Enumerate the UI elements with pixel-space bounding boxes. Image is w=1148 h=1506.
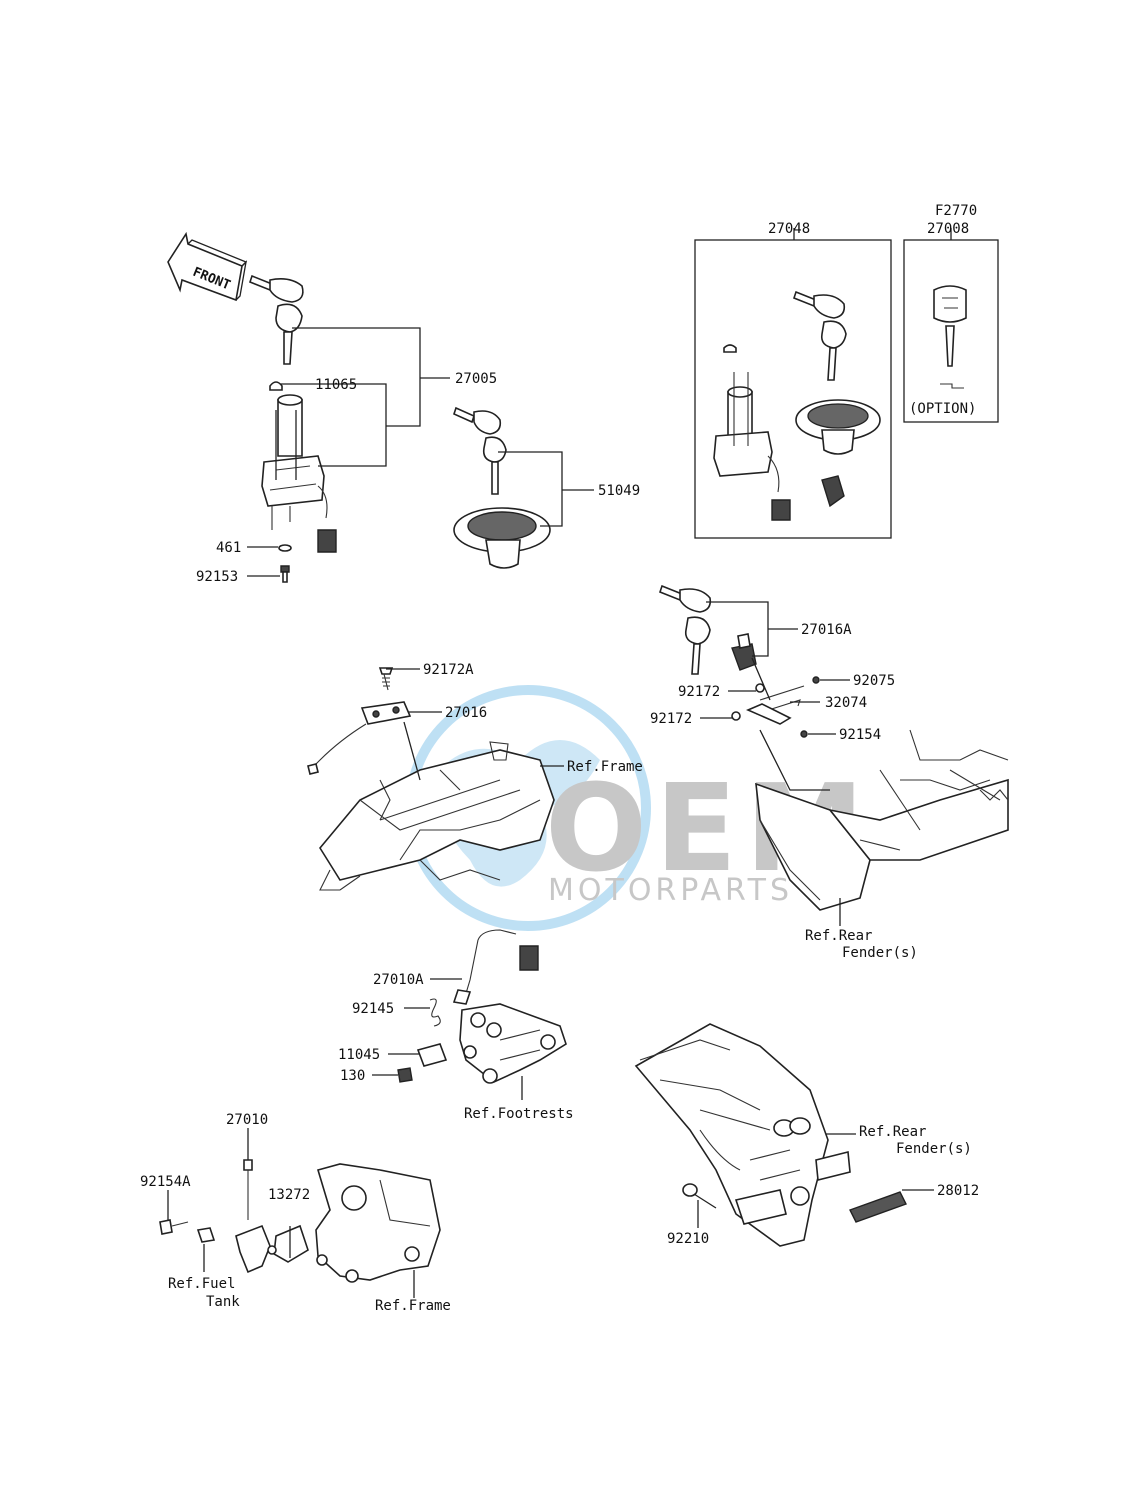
part-label-27005[interactable]: 27005 — [455, 371, 497, 387]
ref-rear-fender-upper-line2: Fender(s) — [842, 945, 918, 961]
seat-lock-key — [659, 584, 712, 675]
option-note: (OPTION) — [909, 401, 976, 417]
ref-footrests: Ref.Footrests — [464, 1106, 574, 1122]
part-label-27010A[interactable]: 27010A — [373, 972, 424, 988]
sidestand-switch-27010A — [452, 929, 539, 1005]
part-label-92172-upper[interactable]: 92172 — [678, 684, 720, 700]
ref-fuel-tank-line1: Ref.Fuel — [168, 1276, 235, 1292]
fuel-cap-key — [453, 406, 507, 495]
ref-fuel-tank-line2: Tank — [206, 1294, 240, 1310]
part-label-32074[interactable]: 32074 — [825, 695, 867, 711]
ref-rear-fender-lower-line2: Fender(s) — [896, 1141, 972, 1157]
switch-27010 — [235, 1159, 271, 1274]
bolt-92154A — [159, 1219, 189, 1235]
ref-rear-fender-upper-line1: Ref.Rear — [805, 928, 872, 944]
clamp-ref-fuel — [196, 1227, 216, 1243]
part-label-11065[interactable]: 11065 — [315, 377, 357, 393]
part-label-92172A[interactable]: 92172A — [423, 662, 474, 678]
kit-27008 — [903, 228, 999, 423]
part-label-27016A[interactable]: 27016A — [801, 622, 852, 638]
part-label-27016[interactable]: 27016 — [445, 705, 487, 721]
license-light-28012 — [849, 1191, 907, 1223]
part-label-92172-lower[interactable]: 92172 — [650, 711, 692, 727]
ignition-switch-body — [261, 394, 337, 553]
ref-frame-upper: Ref.Frame — [567, 759, 643, 775]
nut-92210 — [682, 1183, 698, 1197]
spring-92145 — [429, 998, 441, 1027]
part-label-27010[interactable]: 27010 — [226, 1112, 268, 1128]
seat-lock-bracket — [731, 676, 820, 738]
part-label-92154A[interactable]: 92154A — [140, 1174, 191, 1190]
rear-frame — [319, 741, 555, 891]
part-label-13272[interactable]: 13272 — [268, 1187, 310, 1203]
part-label-28012[interactable]: 28012 — [937, 1183, 979, 1199]
footrest-bracket — [459, 1003, 567, 1084]
bolt-92153 — [280, 565, 290, 583]
bolt-92172A — [378, 667, 394, 691]
part-label-92075[interactable]: 92075 — [853, 673, 895, 689]
part-label-130[interactable]: 130 — [340, 1068, 365, 1084]
part-label-27008[interactable]: 27008 — [927, 221, 969, 237]
washer-461 — [278, 544, 292, 552]
cover-13272 — [267, 1224, 309, 1263]
part-label-461[interactable]: 461 — [216, 540, 241, 556]
part-label-11045[interactable]: 11045 — [338, 1047, 380, 1063]
cap-11065 — [269, 381, 283, 391]
part-label-F2770[interactable]: F2770 — [935, 203, 977, 219]
front-arrow: FRONT — [167, 231, 248, 302]
frame-lower — [315, 1163, 441, 1283]
watermark-subtext: MOTORPARTS — [548, 873, 793, 908]
part-label-92153[interactable]: 92153 — [196, 569, 238, 585]
part-label-92210[interactable]: 92210 — [667, 1231, 709, 1247]
part-label-92145[interactable]: 92145 — [352, 1001, 394, 1017]
kit-27048-box — [694, 239, 892, 539]
seat-lock-cable-27016 — [307, 701, 412, 775]
part-label-92154[interactable]: 92154 — [839, 727, 881, 743]
part-label-27048[interactable]: 27048 — [768, 221, 810, 237]
ref-rear-fender-lower-line1: Ref.Rear — [859, 1124, 926, 1140]
part-label-51049[interactable]: 51049 — [598, 483, 640, 499]
bolt-130 — [397, 1067, 413, 1083]
ignition-key-1 — [249, 274, 304, 365]
rear-fender-lower — [634, 1023, 851, 1247]
kit-27048 — [694, 228, 892, 539]
rear-fender-upper — [755, 729, 1009, 911]
ref-frame-lower: Ref.Frame — [375, 1298, 451, 1314]
fuel-cap — [453, 507, 551, 569]
seat-lock-cylinder — [731, 633, 757, 671]
switch-bracket-11045 — [416, 1043, 448, 1067]
